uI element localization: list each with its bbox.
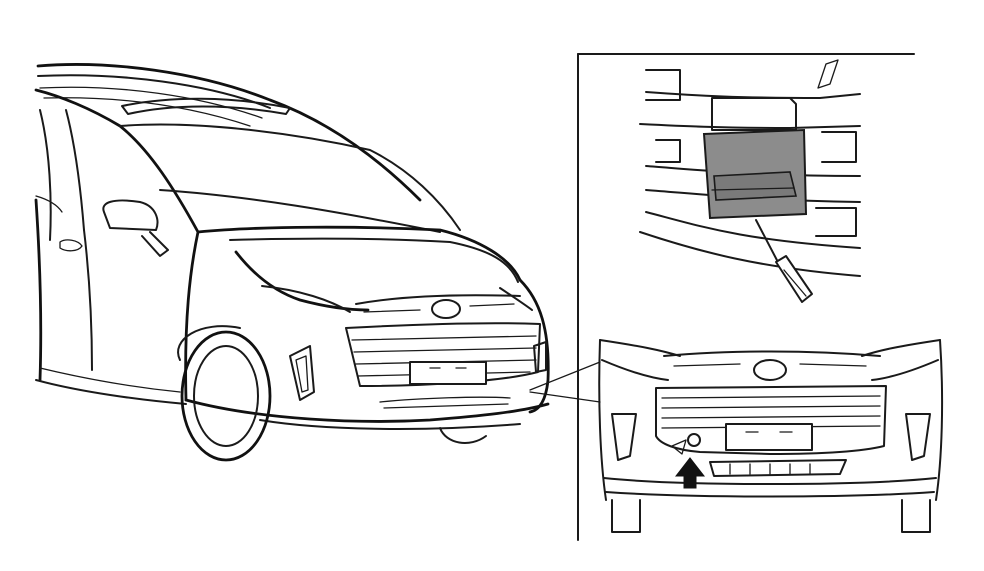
callout-lines (529, 361, 601, 403)
screwdriver-icon (755, 219, 813, 303)
detail-frame (577, 53, 915, 541)
front-bumper-location (598, 339, 944, 533)
pointer-arrow-icon (674, 457, 706, 489)
vehicle-illustration (34, 63, 550, 462)
cover-removal-closeup (639, 59, 861, 303)
